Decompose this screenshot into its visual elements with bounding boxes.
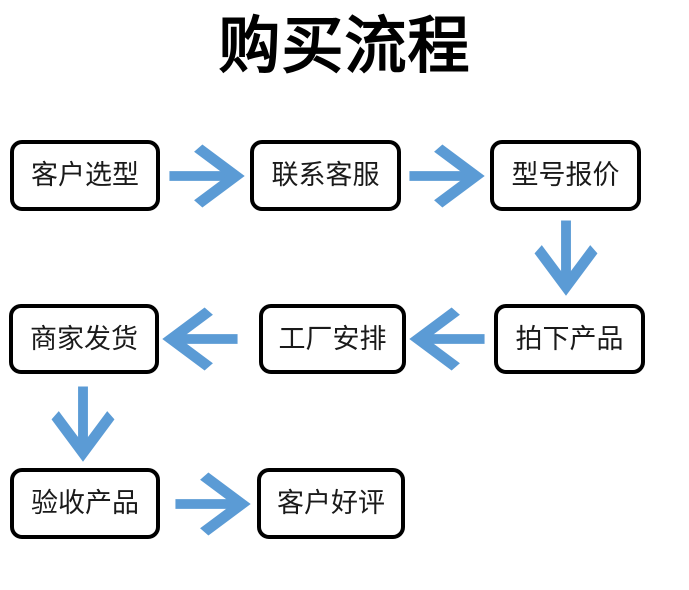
arrow-down-icon-a3 [534, 219, 598, 296]
arrow-right-icon-a7 [174, 472, 251, 536]
arrow-left-icon-a5 [162, 307, 239, 371]
arrow-down-icon-a6 [51, 385, 115, 462]
arrow-right-icon-a1 [168, 144, 245, 208]
page-title: 购买流程 [218, 12, 471, 81]
flow-node-n6[interactable]: 商家发货 [9, 304, 159, 374]
flow-node-label: 工厂安排 [278, 323, 387, 354]
arrow-left-icon-a4 [409, 307, 486, 371]
flow-node-n7[interactable]: 验收产品 [10, 468, 160, 539]
flow-node-label: 联系客服 [271, 160, 380, 190]
flow-node-n5[interactable]: 工厂安排 [259, 304, 406, 374]
flow-node-n3[interactable]: 型号报价 [490, 140, 641, 211]
flow-node-label: 拍下产品 [515, 323, 624, 354]
flow-node-n1[interactable]: 客户选型 [10, 140, 160, 211]
flow-node-label: 商家发货 [30, 323, 138, 354]
flow-node-n8[interactable]: 客户好评 [257, 468, 405, 539]
flow-node-label: 客户选型 [31, 160, 139, 190]
flow-node-n4[interactable]: 拍下产品 [494, 304, 645, 374]
flow-node-label: 型号报价 [511, 160, 620, 190]
flow-node-label: 客户好评 [277, 488, 385, 518]
arrow-right-icon-a2 [408, 144, 485, 208]
flow-node-label: 验收产品 [31, 488, 139, 518]
flow-node-n2[interactable]: 联系客服 [250, 140, 401, 211]
